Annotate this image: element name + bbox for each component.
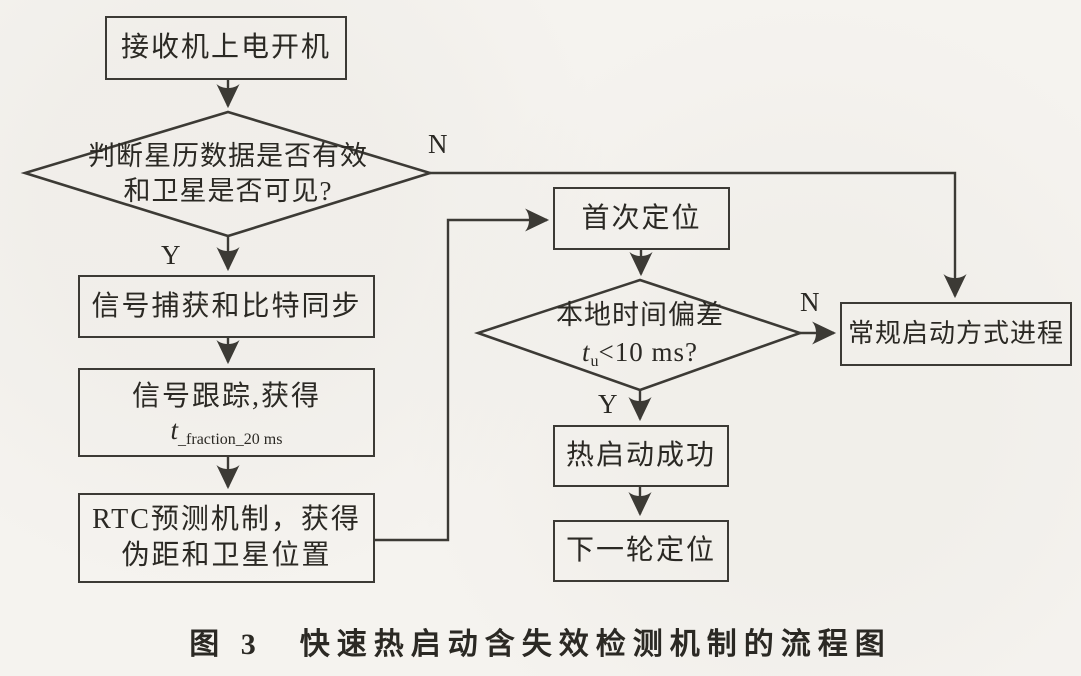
- node-next-round-fix-label: 下一轮定位: [565, 535, 716, 566]
- node-signal-tracking-formula: t_fraction_20 ms: [170, 415, 283, 448]
- tracking-variable-t: t: [170, 415, 179, 445]
- node-next-round-fix: 下一轮定位: [553, 520, 729, 582]
- branch-label-ephemeris-yes: Y: [161, 240, 181, 270]
- node-signal-tracking: 信号跟踪,获得 t_fraction_20 ms: [78, 368, 375, 457]
- decision-time-offset-line1: 本地时间偏差: [556, 300, 724, 330]
- branch-label-offset-yes: Y: [598, 389, 618, 419]
- node-first-fix-label: 首次定位: [581, 202, 702, 234]
- decision-ephemeris-text: 判断星历数据是否有效 和卫星是否可见?: [58, 139, 398, 209]
- arrow-rtc-to-first-fix: [375, 208, 550, 542]
- branch-label-ephemeris-no: N: [428, 129, 448, 159]
- decision-time-offset-formula: tu<10 ms?: [495, 334, 785, 375]
- node-signal-tracking-line1: 信号跟踪,获得: [131, 381, 321, 412]
- branch-label-offset-no: N: [800, 287, 820, 317]
- decision-ephemeris-line1: 判断星历数据是否有效: [88, 141, 368, 171]
- node-hot-start-success-label: 热启动成功: [565, 440, 716, 471]
- node-signal-acquisition-label: 信号捕获和比特同步: [91, 290, 362, 322]
- node-rtc-prediction-line1: RTC预测机制，获得: [92, 504, 361, 535]
- offset-condition: <10 ms?: [598, 337, 698, 367]
- decision-ephemeris-line2: 和卫星是否可见?: [123, 176, 333, 206]
- node-first-fix: 首次定位: [553, 187, 730, 250]
- node-power-on: 接收机上电开机: [105, 16, 347, 80]
- node-normal-start: 常规启动方式进程: [840, 302, 1072, 366]
- tracking-variable-subscript: _fraction_20 ms: [178, 431, 283, 448]
- node-hot-start-success: 热启动成功: [553, 425, 729, 487]
- node-normal-start-label: 常规启动方式进程: [847, 319, 1064, 348]
- node-rtc-prediction-line2: 伪距和卫星位置: [121, 540, 332, 571]
- node-signal-acquisition: 信号捕获和比特同步: [78, 275, 375, 338]
- node-power-on-label: 接收机上电开机: [120, 32, 331, 63]
- offset-variable-t: t: [582, 337, 591, 367]
- figure-caption: 图 3 快速热启动含失效检测机制的流程图: [189, 628, 892, 661]
- arrow-ephemeris-no-to-normal-start: [430, 171, 967, 299]
- offset-variable-subscript: u: [590, 353, 599, 370]
- node-rtc-prediction: RTC预测机制，获得 伪距和卫星位置: [78, 493, 375, 583]
- decision-time-offset-text: 本地时间偏差 tu<10 ms?: [495, 297, 785, 375]
